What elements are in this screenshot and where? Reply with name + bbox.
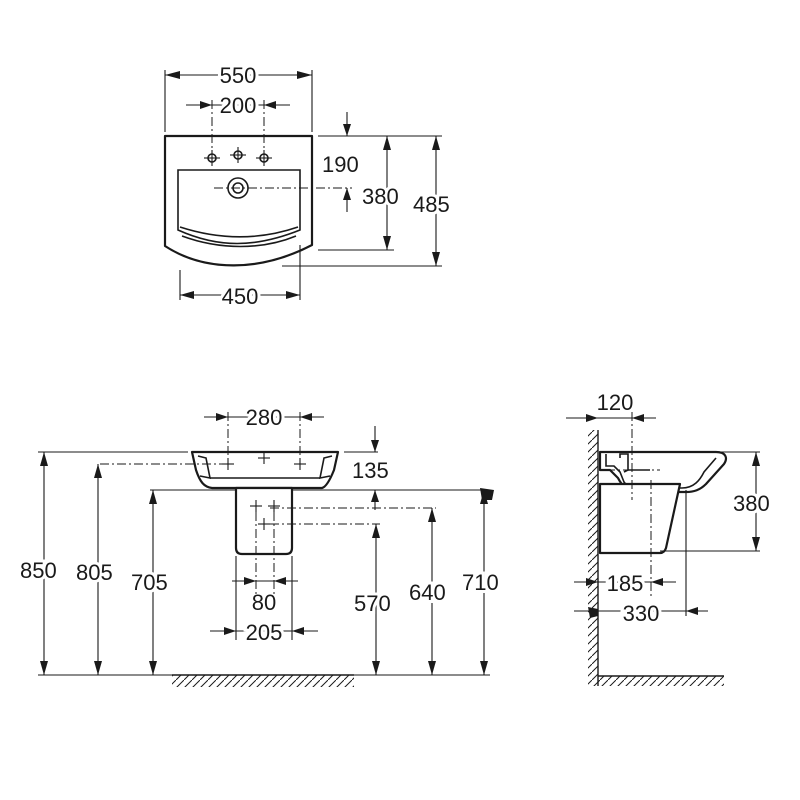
- dim-850: 850: [20, 558, 57, 583]
- dim-80: 80: [252, 590, 276, 615]
- front-tap-left-icon: [222, 458, 234, 470]
- dim-185: 185: [607, 571, 644, 596]
- pedestal-side: [598, 482, 682, 555]
- bowl-front-edge-top: [179, 226, 299, 238]
- basin-front: [190, 450, 340, 490]
- wall-hatch: [588, 430, 598, 686]
- wall-fixing-marker-icon: [588, 607, 598, 618]
- dim-280: 280: [246, 405, 283, 430]
- bowl-inner-top: [177, 169, 301, 245]
- dim-640: 640: [409, 580, 446, 605]
- outlet-marker-icon: [480, 488, 494, 500]
- dim-710: 710: [462, 570, 499, 595]
- dim-200: 200: [220, 93, 257, 118]
- front-tap-right-icon: [294, 458, 306, 470]
- dim-450: 450: [222, 284, 259, 309]
- tap-side-icon: [619, 453, 629, 473]
- tap-hole-left-icon: [204, 150, 220, 166]
- dim-205: 205: [246, 620, 283, 645]
- outlet-lower-icon: [258, 518, 270, 530]
- dim-135: 135: [352, 458, 389, 483]
- dim-380-side: 380: [733, 491, 770, 516]
- dim-190: 190: [322, 152, 359, 177]
- side-view: [566, 412, 760, 686]
- basin-rim-right: [318, 455, 333, 480]
- dim-805: 805: [76, 560, 113, 585]
- front-view: [38, 412, 494, 687]
- floor-hatch-side: [598, 676, 724, 686]
- dim-380-top: 380: [362, 184, 399, 209]
- floor-hatch-front: [172, 675, 354, 687]
- dim-120: 120: [597, 390, 634, 415]
- front-tap-center-icon: [258, 452, 270, 464]
- dim-705: 705: [131, 570, 168, 595]
- outlet-upper-icon: [250, 500, 280, 512]
- dim-330: 330: [623, 601, 660, 626]
- dim-550: 550: [220, 63, 257, 88]
- tap-hole-right-icon: [256, 150, 272, 166]
- bowl-front-edge-top-2: [181, 235, 297, 248]
- dim-570: 570: [354, 591, 391, 616]
- tap-hole-center-icon: [230, 147, 246, 163]
- top-view: [163, 70, 442, 300]
- basin-rim-left: [197, 455, 212, 480]
- dim-485: 485: [413, 192, 450, 217]
